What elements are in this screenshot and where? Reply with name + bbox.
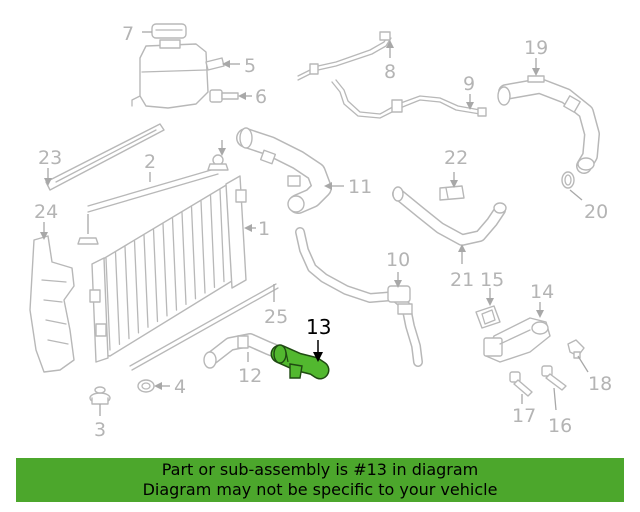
radiator-fin [133,240,140,334]
part-15-gasket[interactable] [475,305,501,329]
callout-7[interactable]: 7 [122,23,134,45]
part-13-coolant-hose-highlighted[interactable] [270,344,330,380]
radiator-fin [162,223,168,317]
part-1-radiator[interactable] [89,175,247,363]
callout-25[interactable]: 25 [264,306,288,328]
part-10-heater-hose[interactable] [295,227,423,367]
info-banner: Part or sub-assembly is #13 in diagram D… [16,458,624,502]
radiator-fin [181,211,187,306]
radiator-fin [152,228,159,323]
radiator-fin [190,206,197,300]
radiator-fin [209,194,216,288]
callout-6[interactable]: 6 [255,86,267,108]
part-14-thermostat-housing[interactable] [483,317,551,363]
callout-20[interactable]: 20 [584,201,608,223]
part-9-coolant-line[interactable] [331,79,487,119]
radiator-fin [114,251,121,345]
callout-leaders [40,31,589,416]
callout-18[interactable]: 18 [588,373,612,395]
banner-line-part: Part or sub-assembly is #13 in diagram [161,460,479,479]
callout-1[interactable]: 1 [258,218,270,240]
part-4-grommet[interactable] [137,379,155,393]
callout-13-arrowhead [313,352,323,362]
callout-23[interactable]: 23 [38,147,62,169]
callout-13-highlighted[interactable]: 13 [306,315,331,339]
callout-5[interactable]: 5 [244,55,256,77]
callout-22[interactable]: 22 [444,147,468,169]
callout-14[interactable]: 14 [530,281,554,303]
callout-11[interactable]: 11 [348,176,372,198]
callout-15[interactable]: 15 [480,269,504,291]
radiator-fin [124,245,130,340]
part-5-coolant-reservoir[interactable] [131,39,225,109]
radiator-fin [200,200,206,294]
radiator-fin [219,188,225,283]
part-24-air-deflector[interactable] [29,235,75,373]
parts-diagram: 7 5 6 8 9 19 20 23 2 11 22 24 1 10 21 15… [29,23,612,441]
callout-12[interactable]: 12 [238,365,262,387]
part-17-bolt[interactable] [509,371,533,397]
callout-9[interactable]: 9 [463,73,475,95]
part-16-bolt[interactable] [541,365,567,391]
part-12-radiator-hose[interactable] [203,333,285,369]
part-25-seal-strip[interactable] [129,283,279,371]
banner-line-disclaimer: Diagram may not be specific to your vehi… [142,480,498,499]
part-6-bolt[interactable] [209,89,239,103]
part-8-coolant-line[interactable] [297,31,392,81]
radiator-fin [171,217,178,311]
callout-16[interactable]: 16 [548,415,572,437]
callout-24[interactable]: 24 [34,201,58,223]
part-20-o-ring[interactable] [561,171,575,189]
callout-19[interactable]: 19 [524,37,548,59]
callout-labels: 7 5 6 8 9 19 20 23 2 11 22 24 1 10 21 15… [34,23,612,441]
callout-8[interactable]: 8 [384,61,396,83]
part-19-radiator-hose[interactable] [497,75,600,174]
part-18-coolant-sensor[interactable] [567,339,585,359]
part-23-seal-strip[interactable] [45,123,165,191]
callout-10[interactable]: 10 [386,249,410,271]
part-2-radiator-bracket[interactable] [87,154,229,213]
part-3-grommet[interactable] [89,386,111,405]
part-21-coolant-pipe[interactable] [392,186,507,246]
part-22-hose-bracket[interactable] [439,185,465,201]
callout-2[interactable]: 2 [144,151,156,173]
callout-21[interactable]: 21 [450,269,474,291]
radiator-fin [105,257,111,351]
callout-3[interactable]: 3 [94,419,106,441]
part-7-reservoir-cap[interactable] [151,23,187,39]
radiator-fin [143,234,149,328]
part-11-radiator-hose[interactable] [236,127,332,214]
callout-4[interactable]: 4 [174,376,186,398]
callout-17[interactable]: 17 [512,405,536,427]
